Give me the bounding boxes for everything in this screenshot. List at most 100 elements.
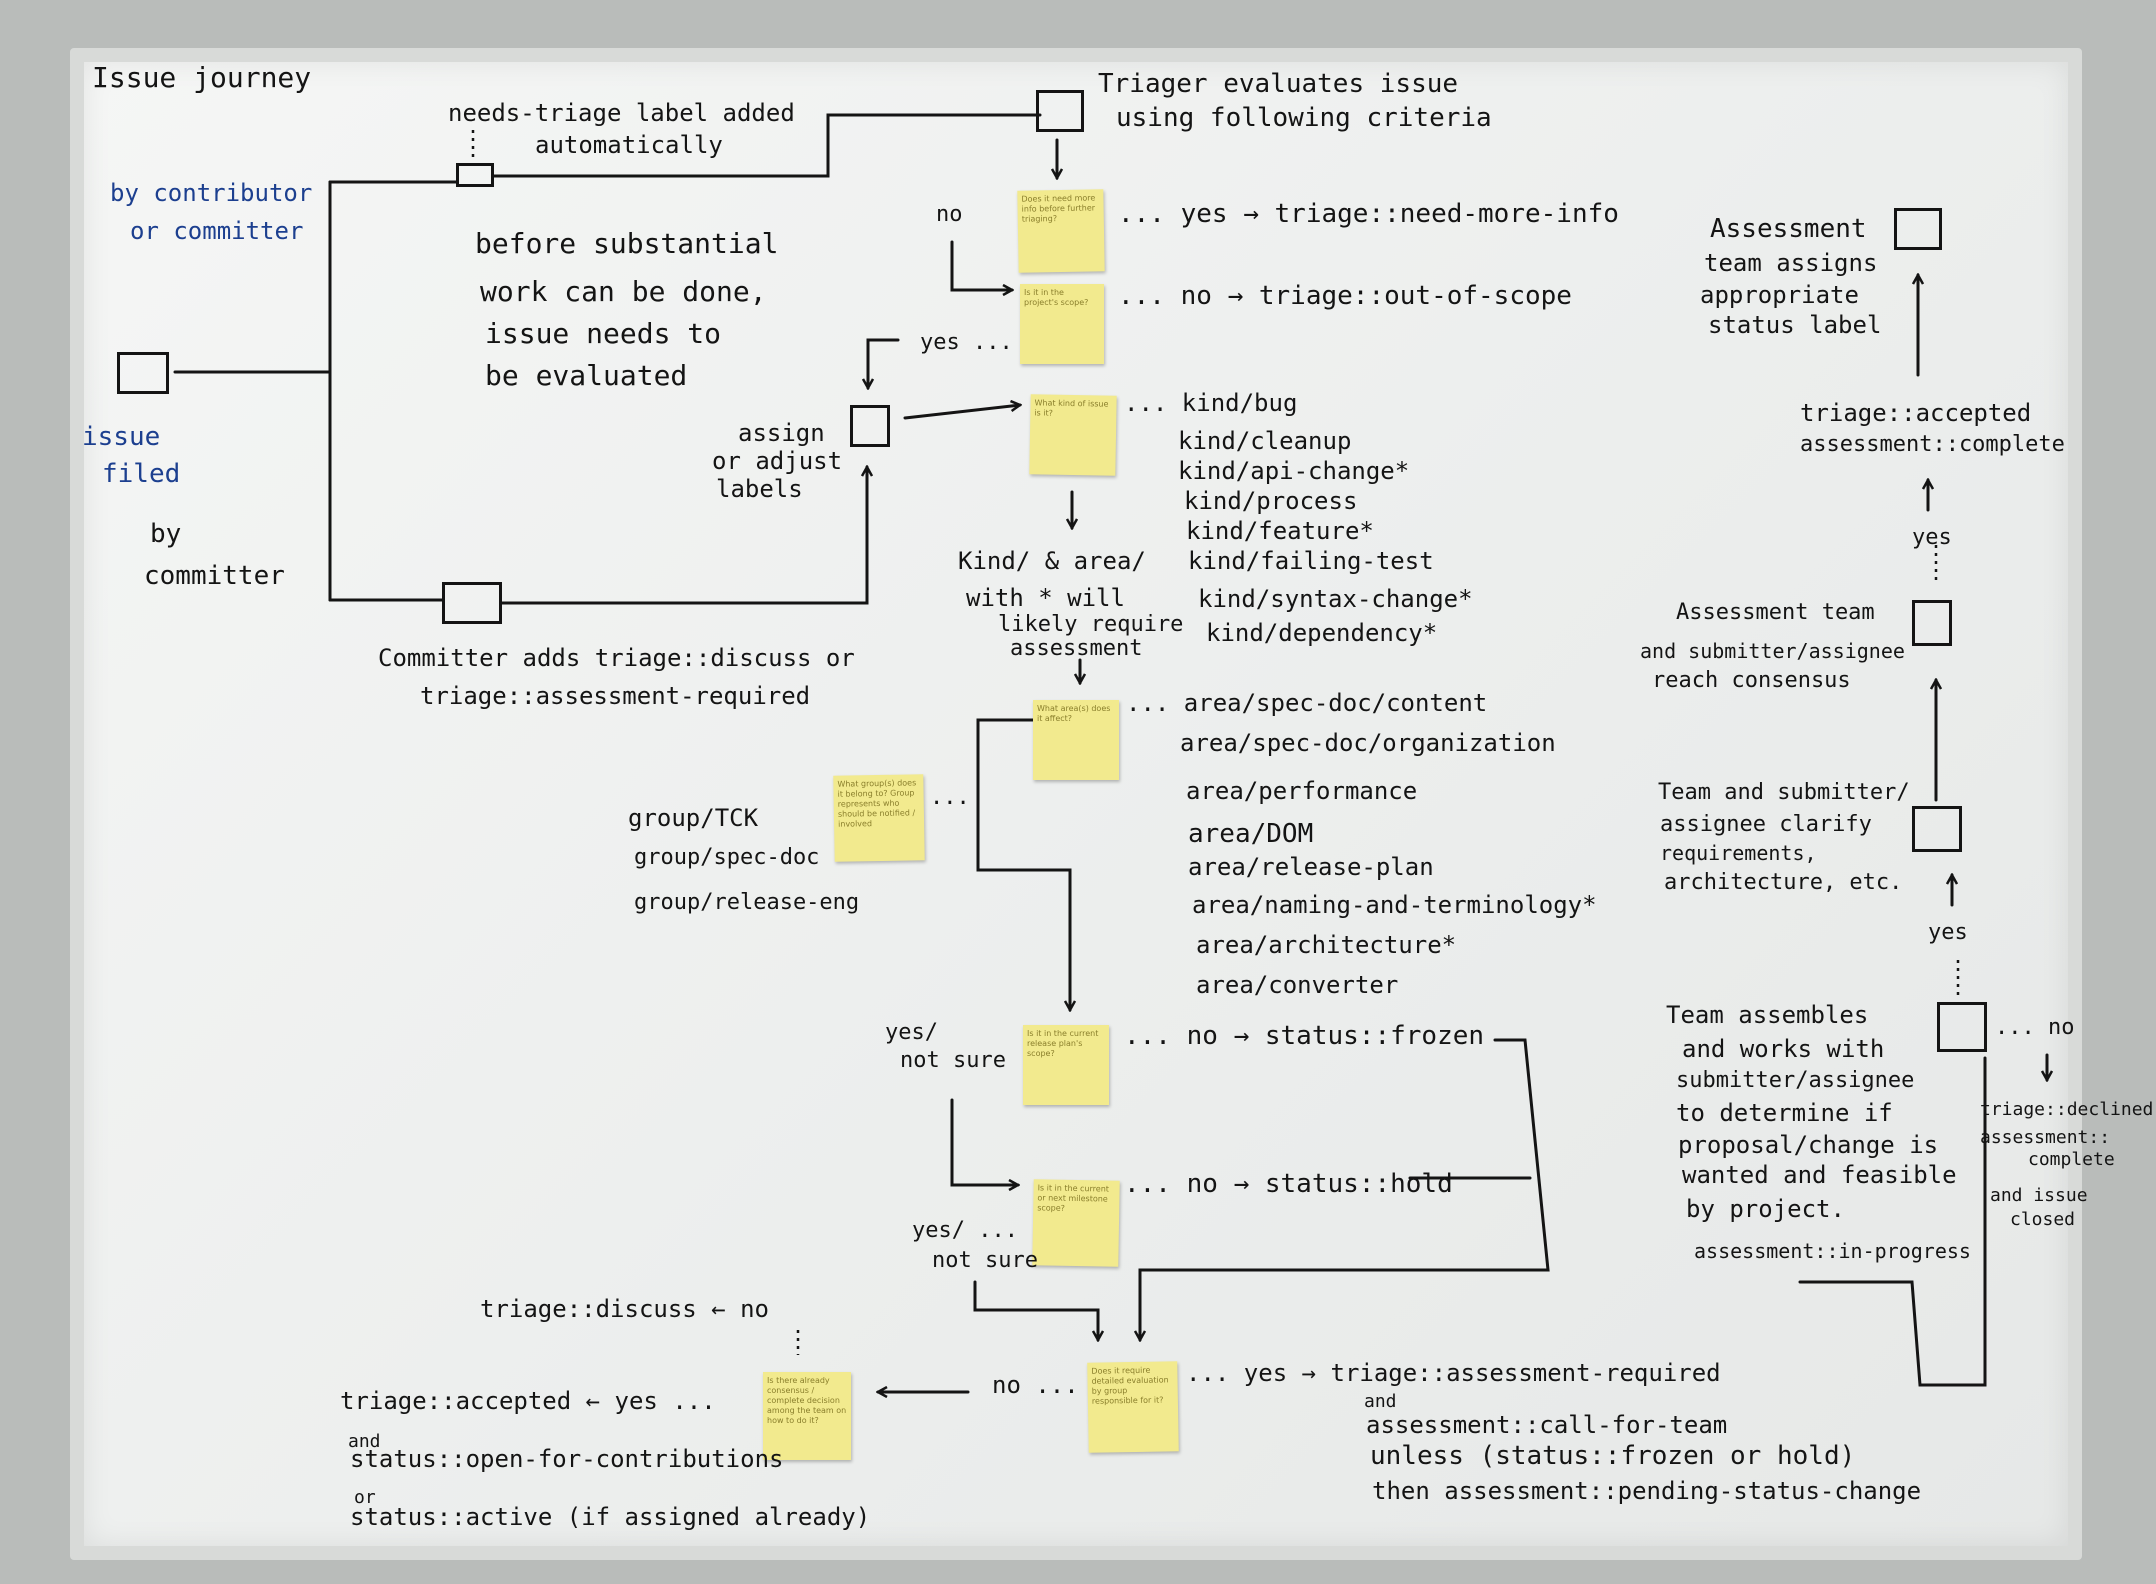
group-item: group/spec-doc: [634, 845, 820, 870]
area-item: ... area/spec-doc/content: [1126, 689, 1488, 717]
status-frozen-label: ... no → status::frozen: [1124, 1021, 1485, 1051]
assessment-team-1: Assessment: [1710, 214, 1867, 244]
assessment-team-3: appropriate: [1700, 281, 1859, 309]
consensus-3: reach consensus: [1652, 668, 1851, 693]
assessment-team-2: team assigns: [1704, 249, 1878, 277]
before-substantial-4: be evaluated: [485, 359, 688, 392]
triager-evaluates-1: Triager evaluates issue: [1098, 69, 1459, 99]
clarify-box: [1912, 806, 1962, 852]
by-contributor-text-2: or committer: [130, 217, 304, 245]
group-item: group/release-eng: [634, 890, 860, 915]
sticky-consensus: Is there already consensus / complete de…: [763, 1372, 851, 1460]
team-assembles-line: to determine if: [1676, 1099, 1893, 1127]
consensus-box: [1912, 600, 1952, 646]
assign-labels-box: [850, 405, 890, 447]
kind-item: kind/failing-test: [1188, 547, 1434, 575]
yes-right-2: yes: [1928, 920, 1968, 945]
declined-5: closed: [2010, 1209, 2076, 1230]
yes-not-sure-1b: not sure: [900, 1048, 1006, 1073]
area-item: area/performance: [1186, 777, 1418, 805]
team-assembles-line: submitter/assignee: [1676, 1068, 1915, 1093]
team-assembles-line: and works with: [1682, 1035, 1885, 1063]
open-for-contributions-label: status::open-for-contributions: [350, 1445, 784, 1473]
sticky-milestone-scope: Is it in the current or next milestone s…: [1032, 1179, 1120, 1267]
needs-triage-box: [456, 163, 494, 187]
assign-labels-3: labels: [716, 475, 803, 503]
kind-item: kind/feature*: [1186, 517, 1374, 545]
sticky-need-more-info: Does it need more info before further tr…: [1017, 189, 1105, 273]
kind-item: kind/cleanup: [1178, 427, 1352, 455]
committer-box: [442, 582, 502, 624]
yes-not-sure-2: yes/ ...: [912, 1218, 1018, 1243]
needs-triage-text: needs-triage label added: [448, 99, 795, 127]
area-item: area/DOM: [1188, 819, 1314, 849]
sticky-area: What area(s) does it affect?: [1033, 700, 1119, 780]
kind-note-1: Kind/ & area/: [958, 547, 1146, 575]
kind-item: kind/api-change*: [1178, 457, 1410, 485]
yes-back-label: yes ...: [920, 330, 1013, 355]
issue-filed-box: [117, 352, 169, 394]
declined-4: and issue: [1990, 1185, 2088, 1206]
kind-item: kind/process: [1184, 487, 1358, 515]
sticky-release-scope: Is it in the current release plan's scop…: [1023, 1025, 1109, 1105]
group-item: group/TCK: [628, 804, 759, 832]
clarify-1: Team and submitter/: [1658, 780, 1910, 805]
kind-note-3: likely require: [998, 612, 1184, 637]
clarify-3: requirements,: [1660, 841, 1817, 865]
call-for-team-label: assessment::call-for-team: [1366, 1411, 1728, 1439]
or-label-1: or: [354, 1487, 376, 1508]
kind-note-4: assessment: [1010, 636, 1143, 661]
by-contributor-text: by contributor: [110, 179, 313, 207]
yes-right-1: yes: [1912, 525, 1952, 550]
assign-labels-1: assign: [738, 419, 825, 447]
consensus-2: and submitter/assignee: [1640, 639, 1905, 663]
team-assembles-line: wanted and feasible: [1682, 1161, 1957, 1189]
no-right-label: ... no: [1995, 1015, 2075, 1040]
sticky-project-scope: Is it in the project's scope?: [1020, 284, 1104, 364]
unless-label: unless (status::frozen or hold): [1370, 1441, 1856, 1471]
committer-adds-2: triage::assessment-required: [420, 682, 811, 710]
assessment-team-4: status label: [1708, 311, 1882, 339]
before-substantial-1: before substantial: [475, 227, 779, 260]
issue-filed-1: issue: [82, 422, 161, 452]
accepted-complete-1: triage::accepted: [1800, 399, 2032, 427]
committer-adds-1: Committer adds triage::discuss or: [378, 644, 855, 672]
no-dots-label: no ...: [992, 1371, 1079, 1399]
sticky-detailed-eval: Does it require detailed evaluation by g…: [1087, 1361, 1179, 1453]
assign-labels-2: or adjust: [712, 447, 843, 475]
in-progress-label: assessment::in-progress: [1694, 1239, 1971, 1263]
sticky-group: What group(s) does it belong to? Group r…: [833, 774, 925, 862]
triage-accepted-label: triage::accepted ← yes ...: [340, 1387, 716, 1415]
area-item: area/release-plan: [1188, 853, 1434, 881]
team-assembles-line: by project.: [1686, 1195, 1845, 1223]
status-hold-label: ... no → status::hold: [1124, 1169, 1453, 1199]
clarify-4: architecture, etc.: [1664, 870, 1903, 895]
assessment-required-label: ... yes → triage::assessment-required: [1186, 1359, 1721, 1387]
needs-triage-text-2: automatically: [535, 131, 723, 159]
team-assembles-line: Team assembles: [1666, 1001, 1869, 1029]
by-committer-1: by: [150, 519, 182, 549]
team-assembles-line: proposal/change is: [1678, 1131, 1939, 1159]
clarify-2: assignee clarify: [1660, 812, 1872, 837]
consensus-1: Assessment team: [1676, 600, 1875, 625]
accepted-complete-2: assessment::complete: [1800, 432, 2065, 457]
area-item: area/spec-doc/organization: [1180, 729, 1556, 757]
declined-3: complete: [2028, 1149, 2115, 1170]
assessment-team-box: [1894, 208, 1942, 250]
yes-not-sure-1: yes/: [885, 1020, 938, 1045]
area-item: area/naming-and-terminology*: [1192, 891, 1597, 919]
kind-item: kind/dependency*: [1206, 619, 1438, 647]
and-label-1: and: [348, 1431, 381, 1452]
no-label-top: no: [936, 202, 963, 227]
kind-note-2: with * will: [966, 584, 1125, 612]
team-assembles-box: [1937, 1002, 1987, 1052]
area-item: area/architecture*: [1196, 931, 1457, 959]
area-item: area/converter: [1196, 971, 1399, 999]
out-of-scope-label: ... no → triage::out-of-scope: [1118, 281, 1572, 311]
and-label-2: and: [1364, 1391, 1397, 1412]
diagram-title: Issue journey: [92, 61, 312, 94]
triager-box: [1036, 90, 1084, 132]
before-substantial-3: issue needs to: [485, 317, 722, 350]
status-active-label: status::active (if assigned already): [350, 1503, 871, 1531]
before-substantial-2: work can be done,: [480, 275, 767, 308]
